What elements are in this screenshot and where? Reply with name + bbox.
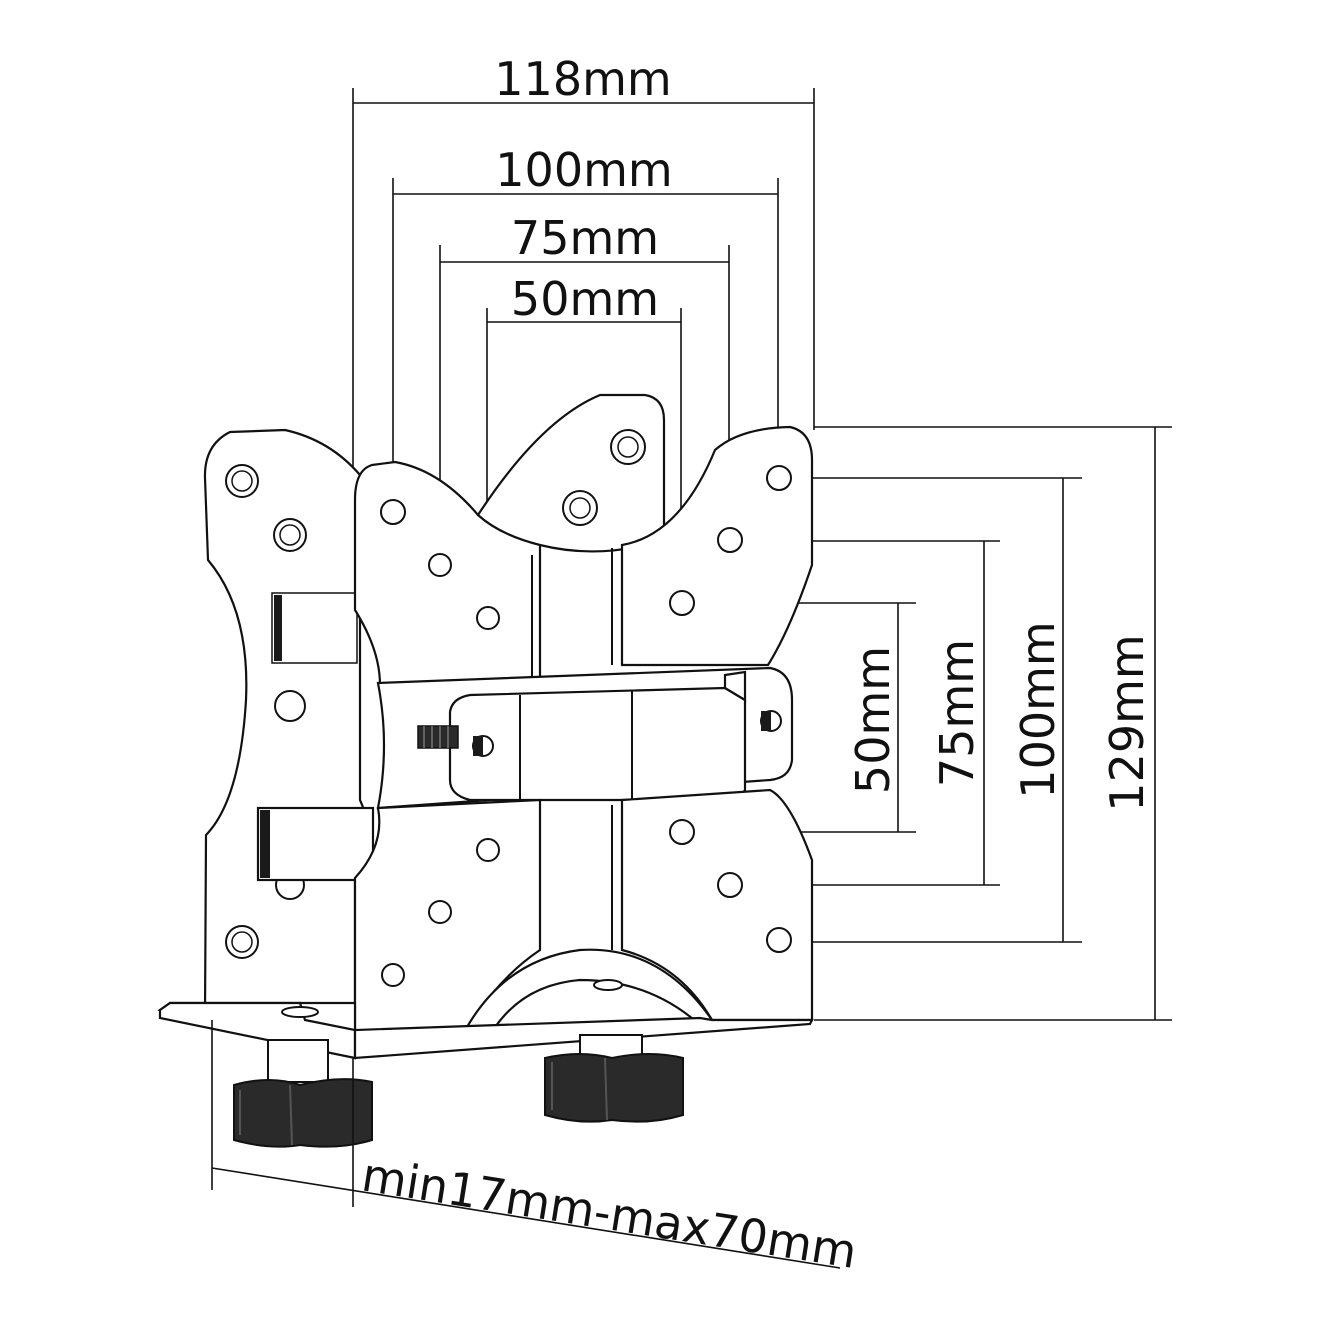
- dim-129-v-label: 129mm: [1100, 634, 1154, 811]
- hole: [225, 925, 259, 959]
- dim-100-label: 100mm: [495, 143, 672, 197]
- hole: [274, 690, 306, 722]
- dim-50-label: 50mm: [511, 272, 659, 326]
- clamp-strap: [448, 686, 747, 802]
- front-plate-holes-lower: [381, 819, 792, 987]
- dim-50-v-label: 50mm: [846, 646, 900, 794]
- hole: [225, 464, 259, 498]
- lower-slot: [256, 806, 375, 882]
- mount-drawing: [157, 393, 814, 1148]
- dim-75-label: 75mm: [511, 211, 659, 265]
- clamp-dim-line: [211, 1167, 841, 1269]
- dim-118-label: 118mm: [494, 52, 671, 106]
- hole: [273, 518, 307, 552]
- clamp-range-label: min17mm-max70mm: [358, 1148, 860, 1280]
- back-plate: [203, 428, 370, 1017]
- dim-75-v-label: 75mm: [930, 639, 984, 787]
- front-plate-holes-upper: [380, 465, 792, 630]
- vertical-dimensions: 129mm 100mm 75mm 50mm: [697, 426, 1172, 1021]
- top-cradle: [476, 393, 666, 553]
- front-plate-lower-left: [353, 798, 542, 1057]
- hole: [610, 429, 646, 465]
- knob-left: [233, 1078, 373, 1148]
- upper-slot: [271, 592, 358, 664]
- horizontal-dimensions: 118mm 100mm 75mm 50mm: [352, 52, 815, 605]
- hole: [562, 490, 598, 526]
- knob-right: [544, 1053, 684, 1123]
- dim-100-v-label: 100mm: [1011, 621, 1065, 798]
